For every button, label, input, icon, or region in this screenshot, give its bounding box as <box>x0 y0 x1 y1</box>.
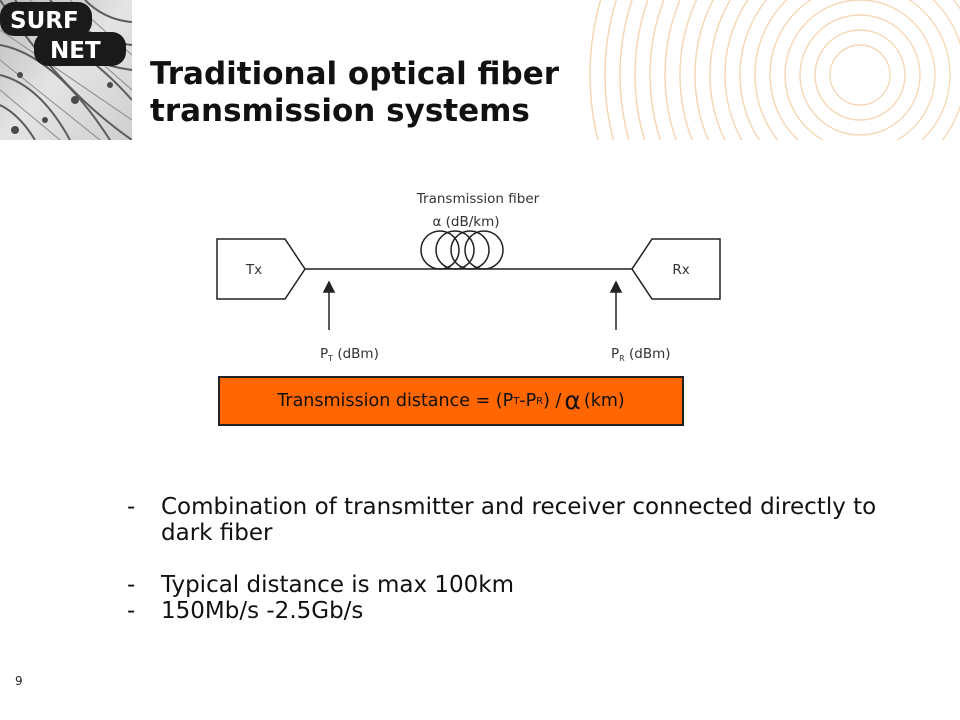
transmitter-block <box>216 238 306 300</box>
title-line-1: Traditional optical fiber <box>150 56 560 92</box>
bullet-item: -Combination of transmitter and receiver… <box>127 494 901 546</box>
rx-label: Rx <box>672 262 689 278</box>
bullet-text: 150Mb/s -2.5Gb/s <box>161 598 364 624</box>
fiber-label: Transmission fiber <box>416 191 540 207</box>
formula-text-3: ) / <box>543 391 562 411</box>
bullet-dash: - <box>127 494 136 520</box>
surfnet-logo: SURF NET <box>0 2 126 66</box>
pr-arrowhead-icon <box>609 280 623 293</box>
bullet-list: -Combination of transmitter and receiver… <box>127 494 901 624</box>
formula-text-1: Transmission distance = (P <box>277 391 514 411</box>
tx-label: Tx <box>245 262 262 278</box>
header-background <box>0 0 960 140</box>
formula-text-2: -P <box>519 391 537 411</box>
pr-label: PR (dBm) <box>611 346 671 363</box>
page-number: 9 <box>15 674 23 688</box>
bullet-item: -Typical distance is max 100km <box>127 572 901 598</box>
bullet-dash: - <box>127 572 136 598</box>
logo-text-net: NET <box>50 38 101 64</box>
logo-text-surf: SURF <box>10 8 79 34</box>
pt-arrowhead-icon <box>322 280 336 293</box>
fiber-attenuation-label: α (dB/km) <box>432 214 499 230</box>
power-arrows <box>322 280 623 330</box>
pt-label: PT (dBm) <box>320 346 379 363</box>
bullet-item: -150Mb/s -2.5Gb/s <box>127 598 901 624</box>
bullet-dash: - <box>127 598 136 624</box>
formula-alpha: α <box>564 386 581 415</box>
page-title: Traditional optical fiber transmission s… <box>150 56 559 130</box>
formula-text-4: (km) <box>583 391 625 411</box>
bullet-text: Combination of transmitter and receiver … <box>161 494 877 546</box>
formula-sub-t: T <box>513 395 520 407</box>
title-line-2: transmission systems <box>150 93 530 129</box>
fiber-coil <box>420 230 504 270</box>
bullet-text: Typical distance is max 100km <box>161 572 515 598</box>
formula-sub-r: R <box>536 395 544 407</box>
receiver-block <box>631 238 721 300</box>
slide-header: Traditional optical fiber transmission s… <box>0 0 960 140</box>
